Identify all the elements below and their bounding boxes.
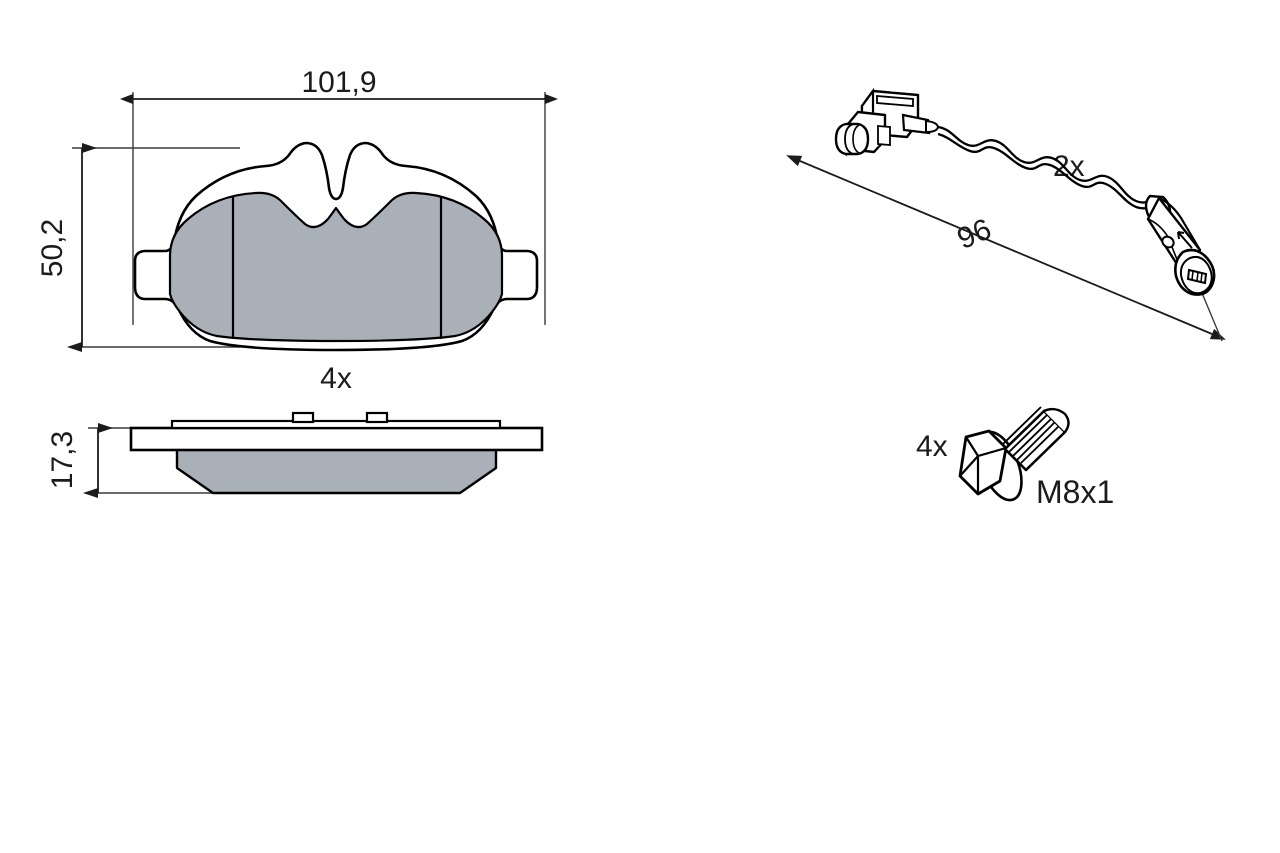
friction-groove-lines bbox=[231, 197, 443, 339]
sensor-wire bbox=[937, 125, 1158, 210]
width-dimension-label: 101,9 bbox=[301, 66, 376, 99]
sensor-body bbox=[1144, 194, 1216, 296]
bolt-group: 4x M8x1 bbox=[916, 406, 1114, 510]
bolt-thread-label: M8x1 bbox=[1036, 474, 1114, 510]
brake-pad-side-view-group: 17,3 bbox=[46, 411, 544, 498]
bolt-threads bbox=[1002, 406, 1060, 464]
brake-pad-quantity-label: 4x bbox=[320, 362, 352, 395]
side-view-friction-material bbox=[175, 445, 498, 495]
side-view-backing-plate bbox=[129, 426, 544, 452]
sensor-connector-housing bbox=[834, 87, 940, 156]
width-extension-lines bbox=[132, 92, 546, 325]
sensor-length-dimension-line bbox=[786, 155, 1226, 340]
height-extension-lines bbox=[72, 147, 240, 348]
brake-pad-top-view-group: 101,9 50,2 4x bbox=[36, 66, 558, 395]
side-view-retaining-tab-left bbox=[291, 411, 315, 424]
side-view-shim-plate bbox=[170, 419, 502, 430]
wear-sensor-group: 96 2x bbox=[786, 87, 1226, 342]
friction-material bbox=[168, 191, 504, 343]
bolt-quantity-label: 4x bbox=[916, 430, 948, 463]
height-dimension-label: 50,2 bbox=[36, 219, 69, 277]
thickness-dimension-label: 17,3 bbox=[46, 431, 79, 489]
side-view-retaining-tab-right bbox=[365, 411, 389, 424]
bolt-tip bbox=[1043, 407, 1070, 433]
